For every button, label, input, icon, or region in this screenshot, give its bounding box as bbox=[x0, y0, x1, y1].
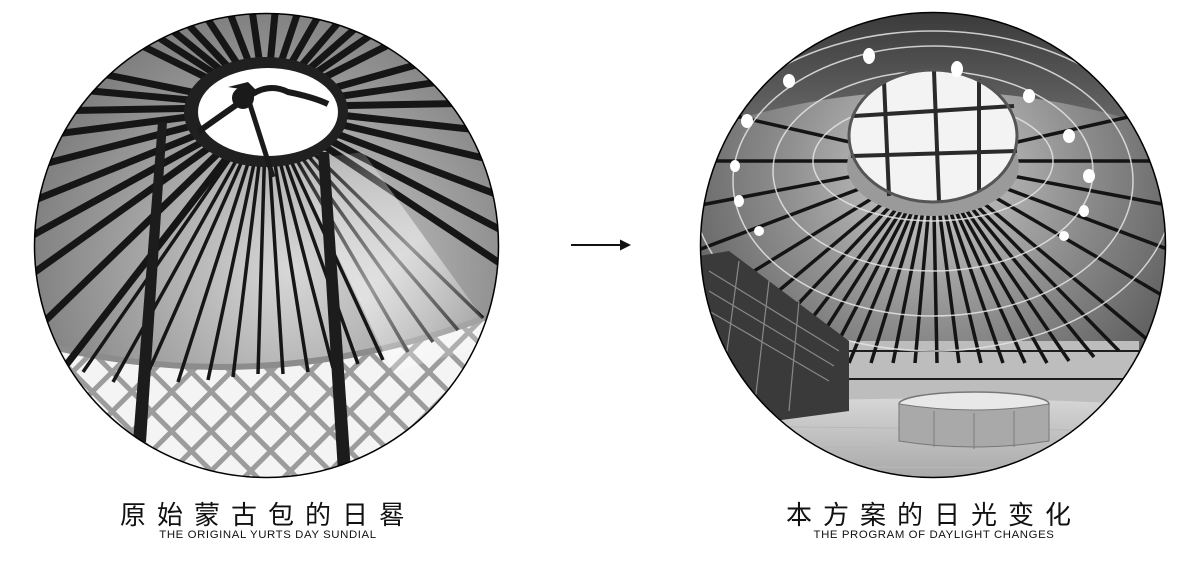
right-caption-english: THE PROGRAM OF DAYLIGHT CHANGES bbox=[813, 529, 1055, 541]
left-caption-english: THE ORIGINAL YURTS DAY SUNDIAL bbox=[159, 529, 377, 541]
left-caption-chinese: 原始蒙古包的日晷 bbox=[119, 501, 416, 531]
right-caption-chinese: 本方案的日光变化 bbox=[785, 501, 1082, 531]
left-caption: 原始蒙古包的日晷 THE ORIGINAL YURTS DAY SUNDIAL bbox=[118, 502, 418, 542]
right-caption: 本方案的日光变化 THE PROGRAM OF DAYLIGHT CHANGES bbox=[784, 502, 1084, 542]
left-circle-outline bbox=[33, 12, 500, 479]
right-arrow-icon bbox=[571, 239, 631, 251]
daylight-dome-interior-image bbox=[699, 11, 1167, 479]
yurt-interior-image bbox=[33, 12, 500, 479]
right-circle-outline bbox=[699, 11, 1167, 479]
